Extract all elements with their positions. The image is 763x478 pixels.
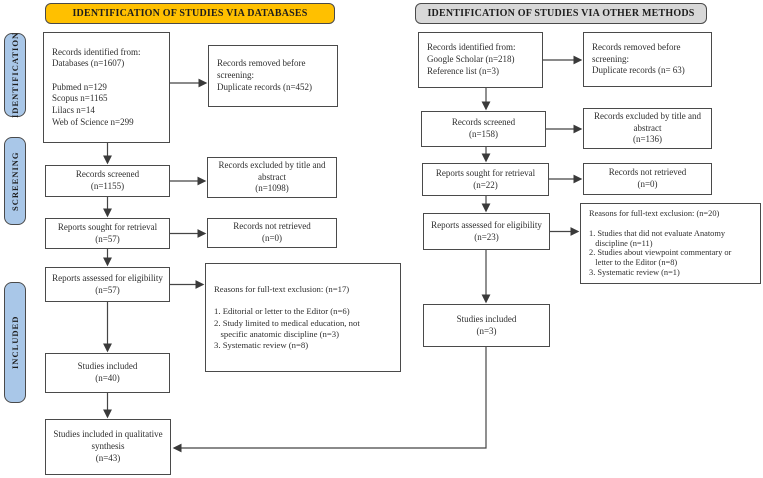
om-exclusion-reasons-box: Reasons for full-text exclusion: (n=20) … [580, 203, 761, 284]
header-databases: IDENTIFICATION OF STUDIES VIA DATABASES [45, 3, 335, 24]
db-reports-assessed-box: Reports assessed for eligibility (n=57) [45, 267, 170, 302]
db-records-identified-box: Records identified from: Databases (n=16… [43, 32, 170, 143]
om-records-identified-box: Records identified from: Google Scholar … [418, 32, 543, 88]
om-reports-assessed-box: Reports assessed for eligibility (n=23) [423, 213, 550, 250]
om-records-removed-box: Records removed before screening: Duplic… [583, 32, 712, 87]
sidebar-stage-identification: IDENTIFICATION [4, 32, 26, 118]
db-records-not-retrieved-box: Records not retrieved (n=0) [207, 218, 337, 248]
db-records-screened-box: Records screened (n=1155) [45, 165, 170, 197]
sidebar-stage-screening: SCREENING [4, 137, 26, 225]
sidebar-stage-included: INCLUDED [4, 282, 26, 403]
om-studies-included-box: Studies included (n=3) [423, 304, 550, 347]
header-other-methods: IDENTIFICATION OF STUDIES VIA OTHER METH… [415, 3, 707, 24]
db-studies-synthesis-box: Studies included in qualitative synthesi… [45, 419, 171, 475]
db-reports-sought-box: Reports sought for retrieval (n=57) [45, 218, 170, 249]
om-records-screened-box: Records screened (n=158) [421, 111, 546, 147]
db-exclusion-reasons-box: Reasons for full-text exclusion: (n=17) … [205, 263, 401, 372]
om-records-not-retrieved-box: Records not retrieved (n=0) [583, 163, 712, 195]
db-records-removed-box: Records removed before screening: Duplic… [208, 45, 338, 107]
db-studies-included-box: Studies included (n=40) [45, 353, 170, 393]
db-records-excluded-box: Records excluded by title and abstract (… [207, 157, 337, 198]
om-records-excluded-box: Records excluded by title and abstract (… [583, 108, 712, 149]
om-reports-sought-box: Reports sought for retrieval (n=22) [422, 163, 549, 196]
arrow-om-included-to-synthesis [172, 347, 487, 453]
